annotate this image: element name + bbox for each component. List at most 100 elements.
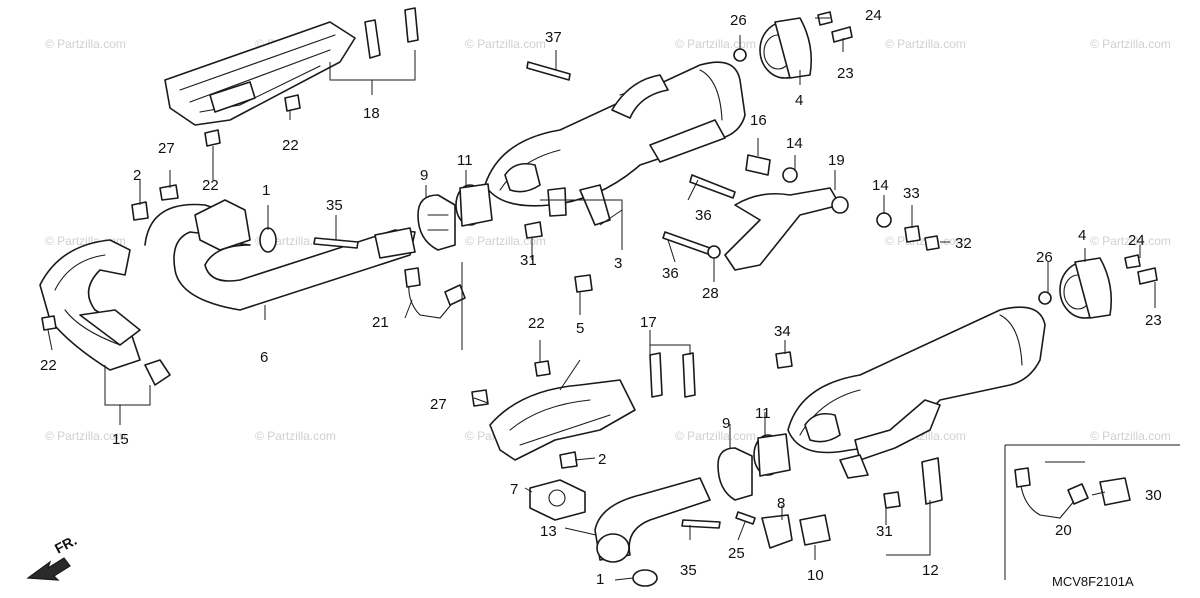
bracket-17 — [649, 352, 696, 398]
nut-32 — [924, 235, 940, 251]
callout-27: 27 — [158, 140, 175, 157]
bracket — [144, 359, 171, 386]
washer-28 — [707, 245, 721, 259]
arrow-icon — [26, 557, 71, 581]
gasket-1 — [259, 227, 277, 253]
mount-bracket-19 — [724, 187, 841, 271]
watermark-text: © Partzilla.com — [675, 37, 756, 51]
callout-20: 20 — [1055, 522, 1072, 539]
callout-22: 22 — [40, 357, 57, 374]
callout-34: 34 — [774, 323, 791, 340]
callout-1: 1 — [596, 571, 604, 588]
callout-26: 26 — [1036, 249, 1053, 266]
callout-26: 26 — [730, 12, 747, 29]
bolt-35 — [681, 519, 721, 529]
callout-30: 30 — [1145, 487, 1162, 504]
watermark-text: © Partzilla.com — [1090, 37, 1171, 51]
bracket — [921, 457, 943, 505]
callout-5: 5 — [576, 320, 584, 337]
callout-14: 14 — [872, 177, 889, 194]
flange-7 — [529, 479, 586, 521]
callout-35: 35 — [680, 562, 697, 579]
callout-23: 23 — [837, 65, 854, 82]
watermark-text: © Partzilla.com — [1090, 234, 1171, 248]
front-direction-arrow: FR. — [26, 532, 79, 581]
bolt-22 — [284, 94, 301, 112]
callout-8: 8 — [777, 495, 785, 512]
callout-9: 9 — [722, 415, 730, 432]
gasket-10 — [799, 514, 831, 546]
callout-27: 27 — [430, 396, 447, 413]
clip-27 — [159, 184, 179, 201]
muffler-inlet — [611, 74, 669, 119]
callout-2: 2 — [133, 167, 141, 184]
callout-18: 18 — [363, 105, 380, 122]
nut-2 — [131, 201, 149, 221]
clamp-9 — [717, 447, 753, 501]
heat-guard-17 — [489, 379, 636, 461]
bolt-36 — [689, 174, 736, 199]
callout-4: 4 — [1078, 227, 1086, 244]
watermark-text: © Partzilla.com — [465, 234, 546, 248]
exhaust-pipe-6 — [144, 203, 416, 311]
bolt-36 — [662, 231, 711, 255]
bolt-25 — [735, 511, 756, 525]
bolt-37 — [526, 61, 571, 81]
nut-26 — [733, 48, 747, 62]
muffler-lower-outlet — [854, 399, 941, 461]
parts-drawing — [39, 7, 1180, 587]
bolt-24 — [1124, 254, 1141, 269]
direction-label: FR. — [52, 532, 79, 557]
callout-3: 3 — [614, 255, 622, 272]
bolt-22 — [41, 315, 57, 331]
muffler-lower — [787, 306, 1046, 454]
callout-9: 9 — [420, 167, 428, 184]
callout-21: 21 — [372, 314, 389, 331]
bolt-31 — [883, 491, 901, 509]
callout-23: 23 — [1145, 312, 1162, 329]
callout-19: 19 — [828, 152, 845, 169]
callout-37: 37 — [545, 29, 562, 46]
washer-14 — [876, 212, 892, 228]
callout-7: 7 — [510, 481, 518, 498]
callout-32: 32 — [955, 235, 972, 252]
callout-22: 22 — [282, 137, 299, 154]
watermark-text: © Partzilla.com — [45, 37, 126, 51]
callout-10: 10 — [807, 567, 824, 584]
callout-13: 13 — [540, 523, 557, 540]
callout-17: 17 — [640, 314, 657, 331]
washer-14 — [782, 167, 798, 183]
bracket-18 — [364, 7, 419, 59]
bracket — [579, 184, 611, 226]
watermark-text: © Partzilla.com — [255, 429, 336, 443]
callout-36: 36 — [662, 265, 679, 282]
callout-1: 1 — [262, 182, 270, 199]
bolt-35 — [313, 237, 359, 249]
bolt-34 — [775, 351, 793, 369]
bolt-22 — [534, 360, 551, 377]
callout-labels: 37 26 24 23 4 18 22 27 22 2 1 35 9 11 16… — [40, 7, 1162, 588]
grommet-5 — [574, 274, 593, 293]
callout-15: 15 — [112, 431, 129, 448]
diagram-code: MCV8F2101A — [1052, 574, 1134, 589]
gasket-1 — [632, 569, 658, 587]
callout-12: 12 — [922, 562, 939, 579]
bolt-23 — [831, 26, 853, 43]
watermark-text: © Partzilla.com — [675, 429, 756, 443]
clamp-9 — [417, 194, 456, 251]
callout-6: 6 — [260, 349, 268, 366]
callout-31: 31 — [520, 252, 537, 269]
bolt-23 — [1137, 267, 1158, 285]
callout-28: 28 — [702, 285, 719, 302]
bolt-22 — [204, 129, 221, 147]
callout-16: 16 — [750, 112, 767, 129]
callout-4: 4 — [795, 92, 803, 109]
clip-30 — [1099, 477, 1131, 506]
callout-24: 24 — [1128, 232, 1145, 249]
collar-16 — [745, 154, 771, 176]
watermark-text: © Partzilla.com — [885, 37, 966, 51]
callout-11: 11 — [755, 405, 771, 422]
callout-25: 25 — [728, 545, 745, 562]
callout-22: 22 — [528, 315, 545, 332]
